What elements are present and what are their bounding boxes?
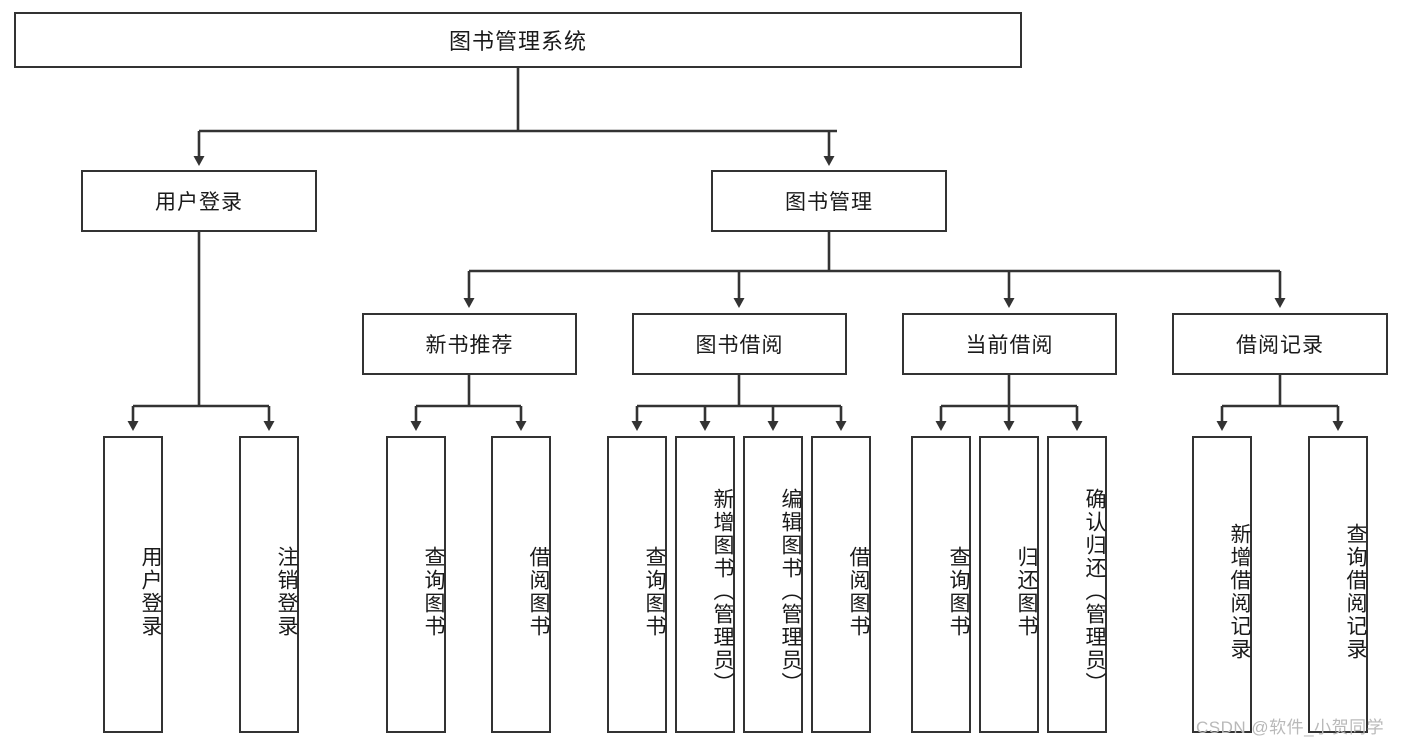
leaf-query-book-recommend[interactable]: 查询图书: [386, 436, 446, 733]
watermark: CSDN @软件_小贺同学: [1196, 718, 1385, 737]
leaf-confirm-return-admin[interactable]: 确认归还（管理员）: [1047, 436, 1107, 733]
leaf-label: 查询图书: [643, 545, 666, 638]
leaf-query-borrow-record[interactable]: 查询借阅记录: [1308, 436, 1368, 733]
leaf-label: 注销登录: [275, 545, 298, 638]
node-book-borrow[interactable]: 图书借阅: [632, 313, 847, 375]
leaf-borrow-book-recommend[interactable]: 借阅图书: [491, 436, 551, 733]
leaf-label: 查询借阅记录: [1344, 522, 1367, 661]
leaf-add-book-admin[interactable]: 新增图书（管理员）: [675, 436, 735, 733]
leaf-label: 借阅图书: [847, 545, 870, 638]
leaf-return-book[interactable]: 归还图书: [979, 436, 1039, 733]
leaf-query-book-borrow[interactable]: 查询图书: [607, 436, 667, 733]
node-user-login[interactable]: 用户登录: [81, 170, 317, 232]
leaf-label: 确认归还（管理员）: [1083, 488, 1106, 695]
leaf-label: 用户登录: [139, 545, 162, 638]
node-borrow-record[interactable]: 借阅记录: [1172, 313, 1388, 375]
leaf-label: 查询图书: [422, 545, 445, 638]
leaf-add-borrow-record[interactable]: 新增借阅记录: [1192, 436, 1252, 733]
leaf-logout[interactable]: 注销登录: [239, 436, 299, 733]
leaf-query-book-current[interactable]: 查询图书: [911, 436, 971, 733]
leaf-label: 借阅图书: [527, 545, 550, 638]
leaf-label: 新增图书（管理员）: [711, 488, 734, 695]
node-new-book-recommend[interactable]: 新书推荐: [362, 313, 577, 375]
leaf-label: 编辑图书（管理员）: [779, 488, 802, 695]
node-root[interactable]: 图书管理系统: [14, 12, 1022, 68]
leaf-borrow-book[interactable]: 借阅图书: [811, 436, 871, 733]
node-current-borrow[interactable]: 当前借阅: [902, 313, 1117, 375]
leaf-label: 新增借阅记录: [1228, 522, 1251, 661]
leaf-user-login[interactable]: 用户登录: [103, 436, 163, 733]
node-book-management[interactable]: 图书管理: [711, 170, 947, 232]
leaf-label: 查询图书: [947, 545, 970, 638]
leaf-label: 归还图书: [1015, 545, 1038, 638]
leaf-edit-book-admin[interactable]: 编辑图书（管理员）: [743, 436, 803, 733]
